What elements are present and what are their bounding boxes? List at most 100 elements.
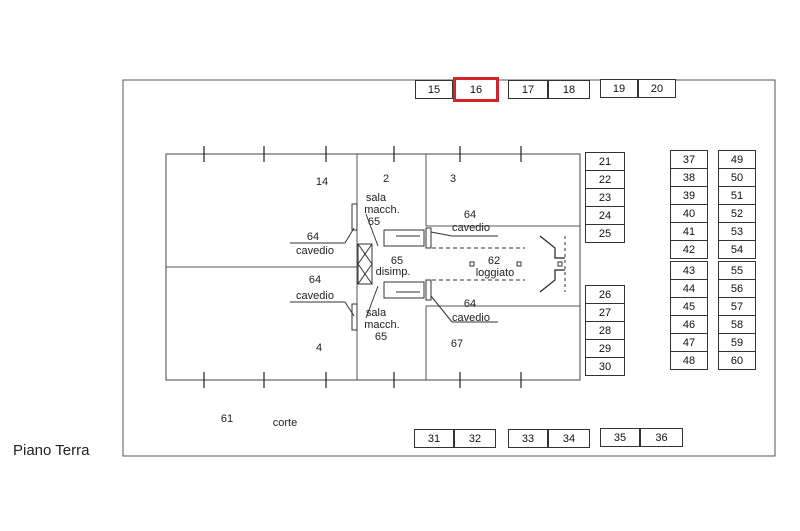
unit-number: 20 [650, 82, 664, 95]
unit-number: 60 [730, 354, 744, 367]
room-3-label: 3 [449, 173, 457, 185]
unit-column-37-48: 37 38 39 40 41 42 43 44 45 46 47 48 [670, 150, 708, 370]
cavedio-right-bottom-label: cavedio [452, 312, 490, 324]
unit-box-33[interactable]: 33 [508, 429, 548, 448]
unit-number: 51 [730, 189, 744, 202]
cavedio-left-top-number: 64 [306, 231, 320, 243]
unit-box[interactable]: 49 [718, 150, 756, 169]
unit-box[interactable]: 37 [670, 150, 708, 169]
pilaster-ticks [203, 146, 522, 388]
unit-number: 21 [598, 155, 612, 168]
unit-number: 27 [598, 306, 612, 319]
sala-macchine-top-label-2: macch. [364, 204, 400, 216]
unit-number: 26 [598, 288, 612, 301]
unit-column-21-25: 21 22 23 24 25 [585, 152, 625, 243]
unit-number: 19 [612, 82, 626, 95]
unit-number: 31 [427, 432, 441, 445]
unit-number: 45 [682, 300, 696, 313]
unit-box[interactable]: 56 [718, 279, 756, 298]
unit-box[interactable]: 41 [670, 222, 708, 241]
unit-box[interactable]: 54 [718, 240, 756, 259]
sala-macchine-top-number: 65 [367, 216, 381, 228]
unit-number: 29 [598, 342, 612, 355]
unit-number: 47 [682, 336, 696, 349]
unit-box[interactable]: 40 [670, 204, 708, 223]
unit-box[interactable]: 59 [718, 333, 756, 352]
sala-macchine-bottom-label: sala [365, 307, 387, 319]
unit-number: 24 [598, 209, 612, 222]
room-2-label: 2 [382, 173, 390, 185]
unit-number: 49 [730, 153, 744, 166]
unit-box[interactable]: 57 [718, 297, 756, 316]
unit-number: 39 [682, 189, 696, 202]
unit-box[interactable]: 22 [585, 170, 625, 189]
unit-number: 56 [730, 282, 744, 295]
unit-box[interactable]: 52 [718, 204, 756, 223]
cavedio-left-top-label: cavedio [296, 245, 334, 257]
unit-number: 22 [598, 173, 612, 186]
unit-box[interactable]: 46 [670, 315, 708, 334]
unit-box[interactable]: 29 [585, 339, 625, 358]
unit-column-49-60: 49 50 51 52 53 54 55 56 57 58 59 60 [718, 150, 756, 370]
unit-box[interactable]: 43 [670, 261, 708, 280]
cavedio-right-bottom-number: 64 [463, 298, 477, 310]
unit-box[interactable]: 50 [718, 168, 756, 187]
unit-number: 23 [598, 191, 612, 204]
unit-box[interactable]: 25 [585, 224, 625, 243]
unit-box[interactable]: 47 [670, 333, 708, 352]
unit-number: 50 [730, 171, 744, 184]
unit-box[interactable]: 51 [718, 186, 756, 205]
unit-box[interactable]: 30 [585, 357, 625, 376]
unit-number: 40 [682, 207, 696, 220]
unit-number: 25 [598, 227, 612, 240]
unit-number: 54 [730, 243, 744, 256]
unit-box[interactable]: 58 [718, 315, 756, 334]
unit-box[interactable]: 21 [585, 152, 625, 171]
unit-number: 48 [682, 354, 696, 367]
room-67-label: 67 [450, 338, 464, 350]
unit-box[interactable]: 24 [585, 206, 625, 225]
unit-box[interactable]: 38 [670, 168, 708, 187]
unit-number: 33 [521, 432, 535, 445]
unit-box-36[interactable]: 36 [640, 428, 683, 447]
unit-box-19[interactable]: 19 [600, 79, 638, 98]
unit-number: 44 [682, 282, 696, 295]
unit-number: 32 [468, 432, 482, 445]
unit-box-31[interactable]: 31 [414, 429, 454, 448]
unit-number: 43 [682, 264, 696, 277]
unit-box[interactable]: 28 [585, 321, 625, 340]
unit-box[interactable]: 53 [718, 222, 756, 241]
unit-box-20[interactable]: 20 [638, 79, 676, 98]
unit-number: 41 [682, 225, 696, 238]
unit-box[interactable]: 60 [718, 351, 756, 370]
unit-number: 30 [598, 360, 612, 373]
unit-box-34[interactable]: 34 [548, 429, 590, 448]
unit-box-16-selected[interactable]: 16 [453, 77, 499, 102]
unit-box-15[interactable]: 15 [415, 80, 453, 99]
unit-box-18[interactable]: 18 [548, 80, 590, 99]
unit-number: 17 [521, 83, 535, 96]
unit-box[interactable]: 48 [670, 351, 708, 370]
unit-box[interactable]: 44 [670, 279, 708, 298]
unit-box[interactable]: 26 [585, 285, 625, 304]
unit-number: 58 [730, 318, 744, 331]
loggiato-number: 62 [487, 255, 501, 267]
unit-box-32[interactable]: 32 [454, 429, 496, 448]
unit-box-17[interactable]: 17 [508, 80, 548, 99]
unit-box[interactable]: 39 [670, 186, 708, 205]
disimpegno-number: 65 [390, 255, 404, 267]
unit-box-35[interactable]: 35 [600, 428, 640, 447]
cavedio-left-bottom-number: 64 [308, 274, 322, 286]
corte-number: 61 [220, 413, 234, 425]
unit-number: 53 [730, 225, 744, 238]
unit-box[interactable]: 42 [670, 240, 708, 259]
unit-box[interactable]: 55 [718, 261, 756, 280]
unit-box[interactable]: 45 [670, 297, 708, 316]
room-14-label: 14 [315, 176, 329, 188]
unit-number: 18 [562, 83, 576, 96]
unit-number: 28 [598, 324, 612, 337]
unit-box[interactable]: 27 [585, 303, 625, 322]
disimpegno-label: disimp. [375, 266, 411, 278]
unit-box[interactable]: 23 [585, 188, 625, 207]
